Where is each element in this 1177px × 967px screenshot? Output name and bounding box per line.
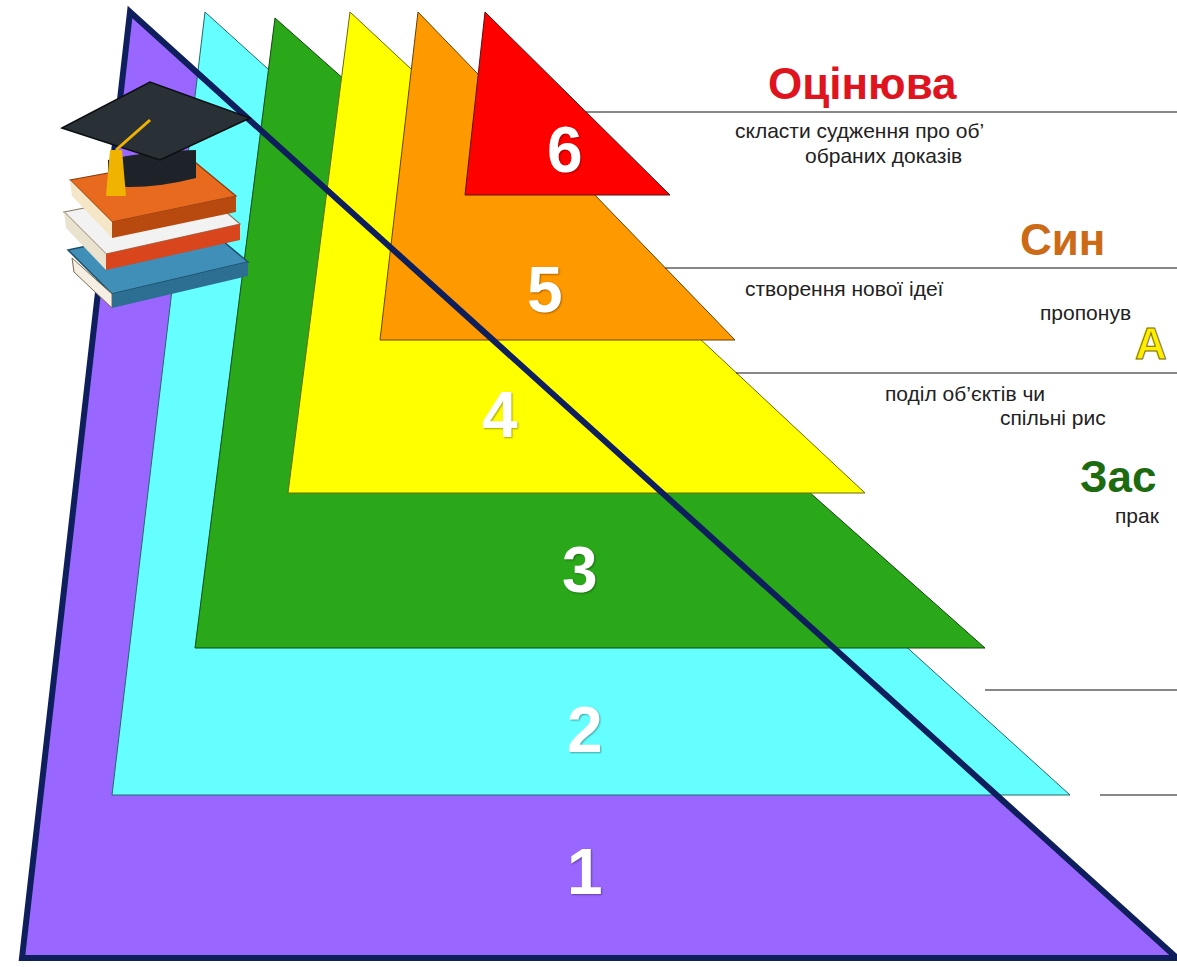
pyramid-outline — [22, 12, 1177, 958]
level-heading: А — [1135, 322, 1167, 366]
pyramid-level: 6 — [465, 12, 670, 195]
level-description: спільні рис — [1000, 405, 1106, 430]
cap-base — [108, 150, 196, 187]
leader-line — [586, 111, 1177, 112]
book-spine — [112, 196, 236, 238]
level-number: 3 — [562, 538, 598, 602]
level-heading: Оцінюва — [768, 62, 957, 106]
level-triangle — [465, 12, 670, 195]
book — [68, 222, 248, 294]
level-number-holder: 2 — [567, 698, 603, 762]
level-number: 5 — [527, 258, 563, 322]
cap-board — [62, 82, 250, 160]
level-number: 6 — [547, 118, 583, 182]
level-description: поділ об’єктів чи — [885, 381, 1045, 406]
level-number: 2 — [567, 698, 603, 762]
level-number-holder: 4 — [482, 383, 518, 447]
leader-line — [1100, 794, 1177, 795]
book-spine — [106, 224, 240, 270]
level-triangle — [22, 12, 1177, 958]
level-description: скласти судження про об’ — [735, 118, 984, 143]
level-triangle — [380, 12, 735, 340]
leader-line — [736, 372, 1177, 373]
book-spine — [112, 262, 248, 308]
level-heading: Зас — [1080, 455, 1157, 499]
level-number-holder: 6 — [547, 118, 583, 182]
tassel-cord — [116, 120, 150, 150]
book-pages — [64, 212, 106, 270]
level-number: 4 — [482, 383, 518, 447]
level-number-holder: 5 — [527, 258, 563, 322]
level-description: створення нової ідеї — [745, 276, 943, 301]
books-cap-icon — [62, 82, 250, 308]
level-description: обраних доказів — [805, 143, 962, 168]
book — [64, 186, 240, 254]
leader-line — [985, 689, 1177, 690]
level-number-holder: 3 — [562, 538, 598, 602]
book-pages — [70, 180, 112, 238]
level-number: 1 — [567, 840, 603, 904]
level-triangle — [112, 12, 1070, 795]
level-heading: Син — [1020, 218, 1105, 262]
level-number-holder: 1 — [567, 840, 603, 904]
leader-line — [665, 267, 1177, 268]
tassel — [106, 150, 126, 196]
level-description: пропонув — [1040, 300, 1131, 325]
book-pages — [72, 258, 112, 308]
level-description: прак — [1115, 503, 1159, 528]
book — [70, 158, 236, 222]
